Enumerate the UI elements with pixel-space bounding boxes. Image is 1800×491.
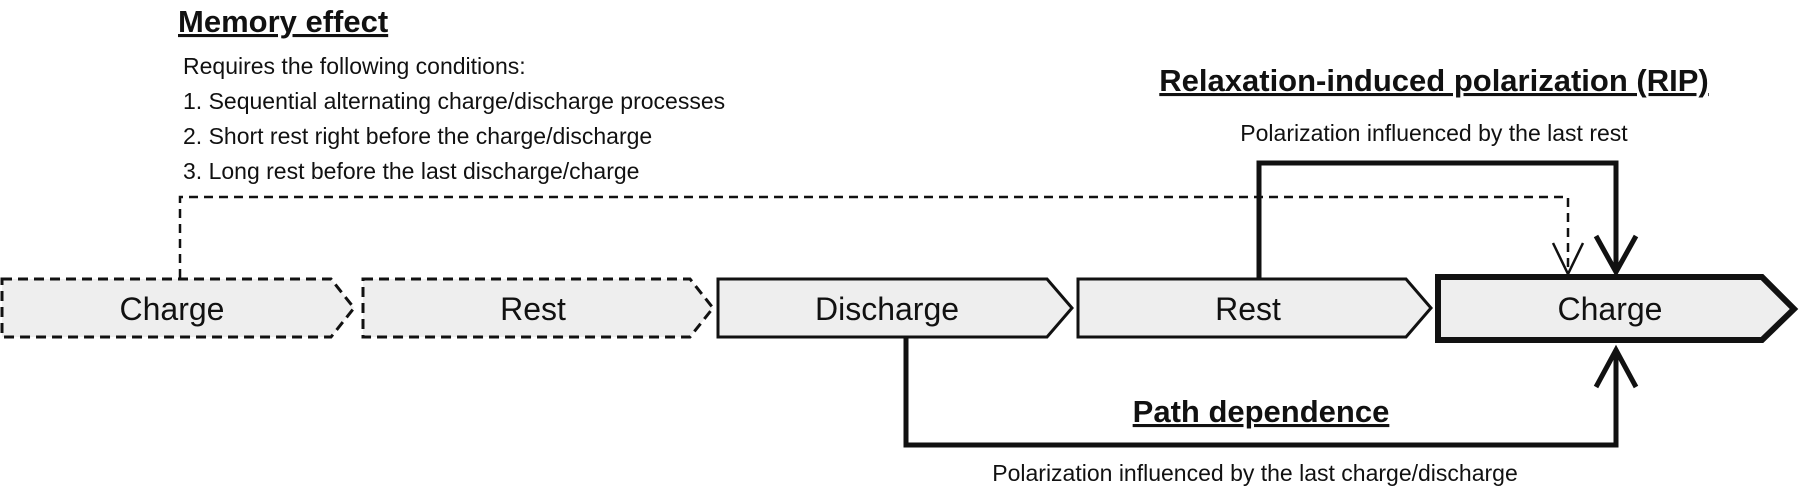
memory-condition-3: 3. Long rest before the last discharge/c… <box>183 158 639 184</box>
rip-arrowhead <box>1593 234 1639 278</box>
rip-description: Polarization influenced by the last rest <box>1240 120 1628 146</box>
step-discharge: Discharge <box>716 277 1074 339</box>
step-rest-1: Rest <box>361 277 715 339</box>
step-label: Charge <box>1558 291 1663 327</box>
memory-effect-intro: Requires the following conditions: <box>183 53 526 79</box>
path-dependence-connector <box>903 338 1619 448</box>
step-label: Discharge <box>815 291 959 327</box>
memory-condition-1: 1. Sequential alternating charge/dischar… <box>183 88 725 114</box>
memory-effect-title: Memory effect <box>178 4 388 39</box>
step-label: Rest <box>500 291 566 327</box>
rip-title: Relaxation-induced polarization (RIP) <box>1159 63 1708 98</box>
memory-condition-2: 2. Short rest right before the charge/di… <box>183 123 652 149</box>
path-dependence-description: Polarization influenced by the last char… <box>992 460 1518 486</box>
step-charge-2: Charge <box>1435 274 1799 343</box>
step-rest-2: Rest <box>1076 277 1433 339</box>
memory-effect-connector <box>178 195 1570 278</box>
rip-connector <box>1256 160 1619 278</box>
step-label: Charge <box>120 291 225 327</box>
path-dependence-title: Path dependence <box>1133 394 1390 429</box>
step-label: Rest <box>1215 291 1281 327</box>
path-dependence-arrowhead <box>1593 344 1639 389</box>
step-charge-1: Charge <box>0 277 356 339</box>
